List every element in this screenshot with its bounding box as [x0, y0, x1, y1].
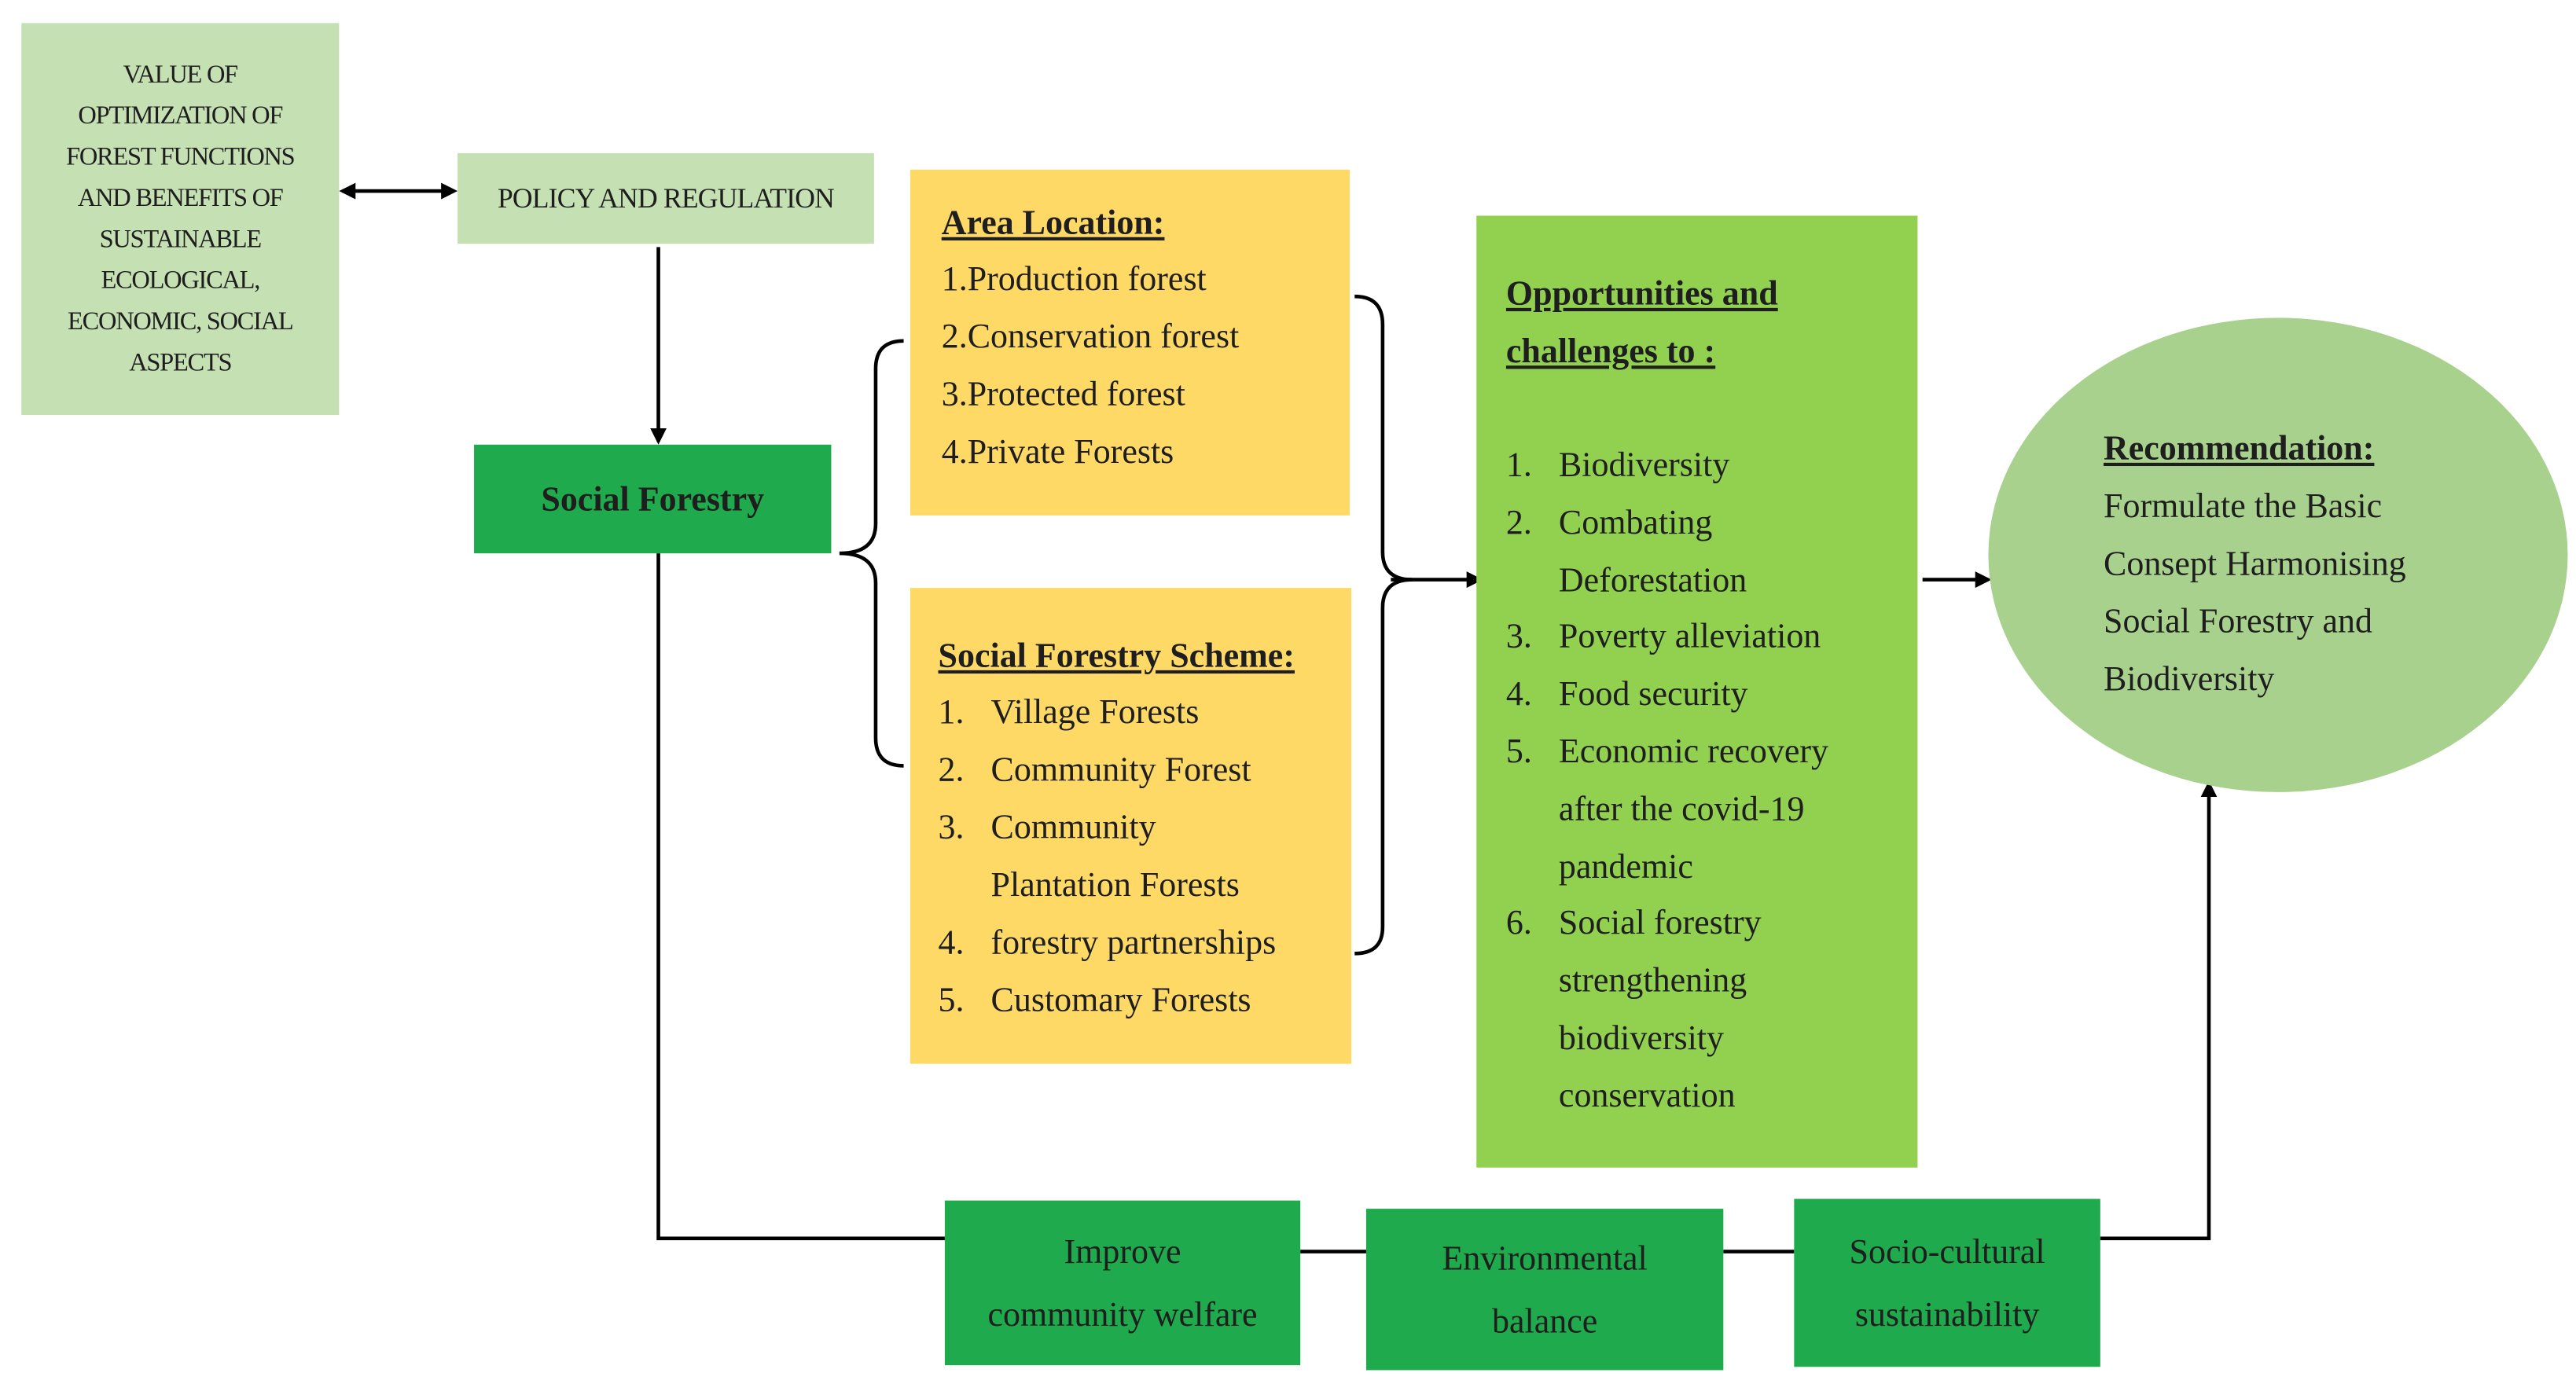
value-line: ASPECTS	[129, 349, 232, 377]
value-line: FOREST FUNCTIONS	[66, 143, 296, 171]
opportunity-item: 4. Food security	[1506, 666, 1917, 723]
social-forestry-box: Social Forestry	[474, 444, 832, 554]
outcome-environmental-balance-box: Environmental balance	[1365, 1209, 1724, 1371]
scheme-item-text: Community Forest	[990, 749, 1251, 789]
opportunity-item: 2. Combating Deforestation	[1506, 494, 1917, 608]
opportunity-number: 1.	[1505, 444, 1532, 485]
social-forestry-label: Social Forestry	[541, 478, 765, 519]
recommendation-line: Social Forestry and	[2104, 600, 2372, 641]
opportunities-challenges-box: Opportunities and challenges to : 1. Bio…	[1476, 215, 1918, 1168]
outcome-line: Environmental	[1442, 1238, 1648, 1279]
outcome-to-recommendation-arrow	[2100, 780, 2218, 1241]
policy-label: POLICY AND REGULATION	[497, 182, 835, 214]
scheme-item-number: 5.	[938, 979, 965, 1020]
opportunities-heading-line: Opportunities and	[1505, 273, 1778, 314]
opportunity-item: 5. Economic recovery after the covid-19 …	[1506, 723, 1917, 895]
outcome-line: Improve	[1064, 1231, 1181, 1272]
right-brace	[1354, 294, 1413, 956]
scheme-item-text: Community	[990, 806, 1156, 847]
opportunity-text: pandemic	[1558, 846, 1693, 886]
scheme-item-text: Village Forests	[990, 692, 1200, 732]
recommendation-text: Recommendation: Formulate the Basic Cons…	[2104, 420, 2406, 708]
scheme-item: 1. Village Forests	[939, 684, 1352, 741]
scheme-item-number: 4.	[938, 922, 965, 962]
area-location-item: 2.Conservation forest	[941, 316, 1240, 356]
area-location-item: 3.Protected forest	[941, 373, 1185, 413]
opportunity-text: biodiversity	[1558, 1017, 1725, 1058]
opportunity-item: 6. Social forestry strengthening biodive…	[1506, 895, 1917, 1125]
opportunity-text: after the covid-19	[1558, 788, 1805, 828]
scheme-heading: Social Forestry Scheme:	[938, 635, 1295, 676]
left-brace	[839, 339, 904, 768]
scheme-item: 5. Customary Forests	[939, 971, 1352, 1029]
outcome-line: Socio-cultural	[1849, 1231, 2045, 1272]
scheme-item-number: 2.	[938, 749, 965, 789]
value-line: ECOLOGICAL,	[101, 266, 260, 295]
scheme-item-number: 3.	[938, 806, 965, 847]
value-optimization-box: VALUE OF OPTIMIZATION OF FOREST FUNCTION…	[21, 23, 340, 416]
bottom-flow-line	[656, 553, 945, 1241]
opportunity-text: Social forestry	[1558, 903, 1762, 943]
scheme-item: 2. Community Forest	[939, 741, 1352, 798]
opportunity-number: 3.	[1505, 616, 1532, 656]
opportunity-text: Deforestation	[1558, 559, 1747, 599]
value-line: ECONOMIC, SOCIAL	[68, 307, 294, 336]
scheme-item-text: Customary Forests	[990, 979, 1251, 1020]
outcome-socio-cultural-box: Socio-cultural sustainability	[1794, 1198, 2100, 1367]
opportunity-text: conservation	[1558, 1074, 1736, 1115]
opportunity-number: 5.	[1505, 731, 1532, 771]
outcome-community-welfare-box: Improve community welfare	[944, 1200, 1301, 1366]
opportunity-text: Food security	[1558, 673, 1748, 714]
value-line: AND BENEFITS OF	[77, 184, 284, 213]
opportunity-number: 6.	[1505, 903, 1532, 943]
opportunity-number: 4.	[1505, 673, 1532, 714]
opportunity-text: Poverty alleviation	[1558, 616, 1821, 656]
recommendation-line: Biodiversity	[2104, 659, 2275, 699]
recommendation-oval	[1988, 317, 2568, 792]
opportunity-item: 1. Biodiversity	[1506, 436, 1917, 494]
area-location-heading: Area Location:	[941, 202, 1165, 243]
opportunity-text: Biodiversity	[1558, 444, 1730, 485]
area-location-item: 1.Production forest	[941, 258, 1207, 299]
opportunity-item: 3. Poverty alleviation	[1506, 608, 1917, 666]
outcome-line: sustainability	[1854, 1294, 2040, 1334]
recommendation-line: Consept Harmonising	[2104, 543, 2406, 583]
opportunity-text: strengthening	[1558, 960, 1747, 1000]
opportunities-heading-line: challenges to :	[1505, 331, 1716, 371]
scheme-item-text: forestry partnerships	[990, 922, 1277, 962]
opportunity-number: 2.	[1505, 501, 1532, 541]
value-line: SUSTAINABLE	[99, 226, 263, 254]
recommendation-line: Formulate the Basic	[2104, 486, 2383, 526]
opportunity-text: Economic recovery	[1558, 731, 1828, 771]
scheme-item: 3. Community Plantation Forests	[939, 798, 1352, 914]
area-location-item: 4.Private Forests	[941, 431, 1174, 472]
outcome-line: balance	[1491, 1301, 1598, 1341]
outcome-line: community welfare	[987, 1294, 1258, 1334]
scheme-item-number: 1.	[938, 692, 965, 732]
value-line: OPTIMIZATION OF	[78, 101, 283, 130]
recommendation-heading: Recommendation:	[2104, 428, 2375, 468]
area-location-box: Area Location: 1.Production forest 2.Con…	[910, 169, 1350, 516]
opportunity-text: Combating	[1558, 501, 1713, 541]
scheme-item-text: Plantation Forests	[990, 864, 1240, 905]
scheme-item: 4. forestry partnerships	[939, 914, 1352, 971]
value-line: VALUE OF	[123, 61, 239, 90]
policy-regulation-box: POLICY AND REGULATION	[458, 152, 874, 244]
social-forestry-scheme-box: Social Forestry Scheme: 1. Village Fores…	[910, 588, 1352, 1064]
